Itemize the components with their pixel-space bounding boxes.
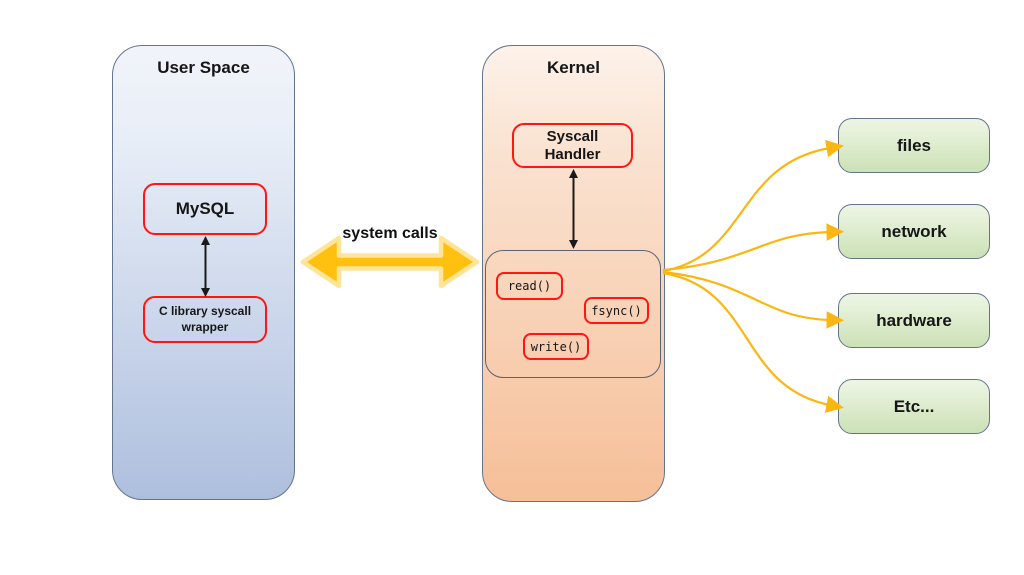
fan-arrow-to-network (662, 223, 845, 272)
kernel-title: Kernel (547, 58, 600, 77)
write-syscall-label: write() (530, 339, 582, 354)
read-syscall-label: read() (507, 279, 552, 293)
fsync-syscall-node: fsync() (584, 297, 649, 324)
target-etc-label: Etc... (893, 396, 935, 416)
mysql-node: MySQL (143, 183, 267, 235)
fan-arrow-to-etc (662, 271, 844, 413)
system-calls-double-arrow-icon (300, 235, 480, 289)
syscall-handler-node: Syscall Handler (512, 123, 633, 168)
c-library-syscall-wrapper-node: C library syscall wrapper (143, 296, 267, 343)
target-files-label: files (896, 135, 932, 155)
target-hardware-label: hardware (876, 310, 952, 330)
system-calls-label: system calls (342, 225, 438, 242)
user-space-container: User Space (112, 45, 295, 500)
target-network-label: network (881, 221, 947, 241)
user-space-title: User Space (157, 58, 250, 77)
syscall-group-box (485, 250, 661, 378)
fan-arrow-to-files (662, 139, 844, 273)
fan-arrow-to-hardware (662, 270, 845, 329)
fsync-syscall-label: fsync() (591, 303, 642, 318)
target-etc: Etc... (838, 379, 990, 434)
write-syscall-node: write() (523, 333, 589, 360)
target-files: files (838, 118, 990, 173)
target-network: network (838, 204, 990, 259)
mysql-label: MySQL (175, 199, 235, 218)
c-library-syscall-wrapper-label: C library syscall wrapper (158, 303, 252, 334)
target-hardware: hardware (838, 293, 990, 348)
syscall-handler-label: Syscall Handler (544, 127, 601, 163)
read-syscall-node: read() (496, 272, 563, 300)
